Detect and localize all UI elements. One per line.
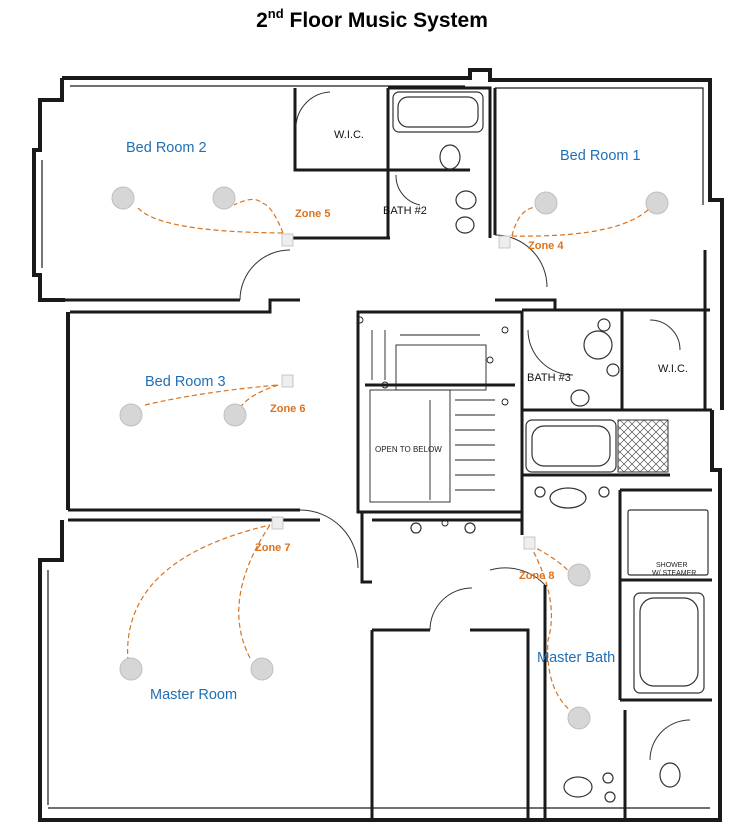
- zone8-wire-b: [529, 544, 573, 713]
- ceiling-speaker-icon: [534, 191, 558, 215]
- zone-label-7: Zone 7: [255, 542, 290, 554]
- zone5-wire-a: [137, 207, 284, 234]
- zone-label-6: Zone 6: [270, 403, 305, 415]
- wall-keypad-icon: [281, 233, 294, 247]
- wall-keypad-icon: [498, 235, 511, 249]
- title-number: 2: [256, 9, 268, 32]
- zone7-wire-a: [127, 524, 271, 663]
- exterior-walls: [32, 68, 724, 822]
- zone-label-5: Zone 5: [295, 208, 330, 220]
- zone4-wire-b: [511, 207, 651, 237]
- steamer-label: W/ STEAMER: [652, 570, 696, 577]
- ceiling-speaker-icon: [250, 657, 274, 681]
- zone-label-8: Zone 8: [519, 570, 554, 582]
- bath3-tub: [525, 419, 617, 473]
- room-label-master-room: Master Room: [150, 687, 237, 703]
- bath2-tub: [392, 91, 484, 133]
- zone4-wire-a: [511, 206, 536, 237]
- page-title: 2nd Floor Music System: [0, 6, 744, 33]
- shower-label: SHOWER: [656, 562, 688, 569]
- room-label-bed-room-2: Bed Room 2: [126, 140, 207, 156]
- wall-keypad-icon: [523, 536, 536, 550]
- wall-keypad-icon: [281, 374, 294, 388]
- stairs: [356, 316, 509, 527]
- room-label-bed-room-1: Bed Room 1: [560, 148, 641, 164]
- title-text: Floor Music System: [283, 9, 488, 32]
- interior-walls: [65, 86, 712, 820]
- ceiling-speaker-icon: [223, 403, 247, 427]
- title-ordinal: nd: [267, 6, 284, 21]
- ceiling-speaker-icon: [645, 191, 669, 215]
- room-label-bed-room-3: Bed Room 3: [145, 374, 226, 390]
- zone-label-4: Zone 4: [528, 240, 564, 252]
- ceiling-speaker-icon: [119, 657, 143, 681]
- keypads: [271, 233, 536, 550]
- wall-keypad-icon: [271, 516, 284, 530]
- ceiling-speaker-icon: [567, 706, 591, 730]
- wic-right-label: W.I.C.: [658, 363, 688, 375]
- zone-wiring: [127, 198, 651, 713]
- zone7-wire-b: [238, 524, 271, 659]
- toilets-and-sinks: [410, 144, 681, 803]
- ceiling-speaker-icon: [567, 563, 591, 587]
- zone5-wire-b: [233, 198, 284, 234]
- wic-left-label: W.I.C.: [334, 129, 364, 141]
- exterior-wall-inner-lines: [41, 85, 710, 809]
- open-below-label: OPEN TO BELOW: [375, 445, 442, 454]
- master-tub: [627, 509, 709, 694]
- speakers: [111, 186, 669, 730]
- room-label-master-bath: Master Bath: [537, 650, 615, 666]
- bath3-tile-area: [617, 419, 669, 473]
- bath2-label: BATH #2: [383, 205, 427, 217]
- ceiling-speaker-icon: [111, 186, 135, 210]
- ceiling-speaker-icon: [119, 403, 143, 427]
- bath3-label: BATH #3: [527, 372, 571, 384]
- ceiling-speaker-icon: [212, 186, 236, 210]
